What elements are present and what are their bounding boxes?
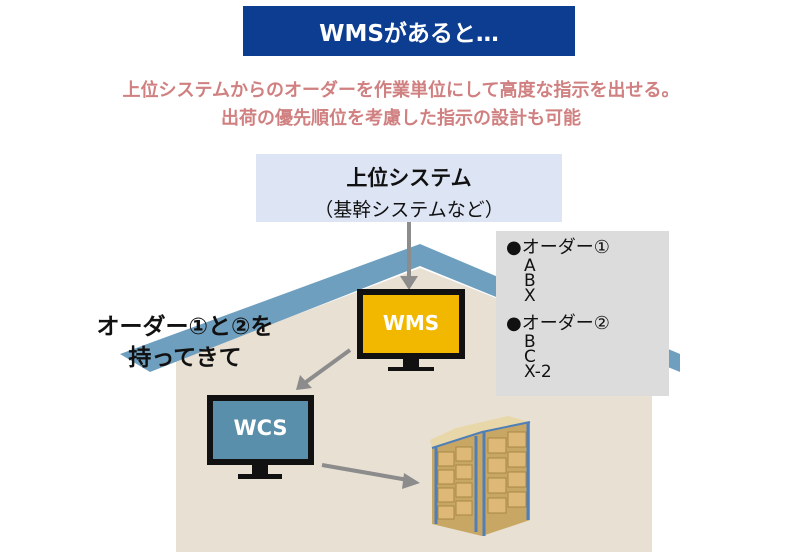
side-note: オーダー①と②を 持ってきて xyxy=(50,312,320,374)
order-2-item: B xyxy=(524,332,536,352)
arrow-upper-to-wms-head xyxy=(400,276,418,290)
wms-label: WMS xyxy=(382,311,440,335)
wcs-monitor xyxy=(207,395,314,479)
order-2: ●オーダー② B C X-2 xyxy=(506,313,669,382)
side-note-line-2: 持ってきて xyxy=(128,345,242,371)
arrow-wcs-to-rack-head xyxy=(402,473,420,489)
order-1-item: A xyxy=(524,256,536,276)
order-2-item: X-2 xyxy=(524,362,552,382)
order-1-header: ●オーダー① xyxy=(506,237,610,258)
upper-system-label: 上位システム xyxy=(346,166,472,190)
order-2-item: C xyxy=(524,347,536,367)
arrow-wms-to-wcs xyxy=(304,348,352,384)
wms-monitor xyxy=(357,289,465,371)
arrow-wcs-to-rack xyxy=(321,463,409,482)
title-text: WMSがあると… xyxy=(319,21,499,47)
arrow-wms-to-wcs-head xyxy=(296,375,312,390)
order-1: ●オーダー① A B X xyxy=(506,237,669,306)
order-list-panel: ●オーダー① A B X ●オーダー② B C X-2 xyxy=(496,231,669,396)
order-2-header: ●オーダー② xyxy=(506,313,610,334)
warehouse-rack xyxy=(430,416,531,536)
order-1-item: B xyxy=(524,271,536,291)
upper-system-box: 上位システム （基幹システムなど） xyxy=(256,154,562,222)
title-banner: WMSがあると… xyxy=(243,6,575,56)
upper-system-sublabel: （基幹システムなど） xyxy=(314,199,504,221)
subtitle-line-2: 出荷の優先順位を考慮した指示の設計も可能 xyxy=(221,108,581,129)
wcs-label: WCS xyxy=(233,416,288,440)
side-note-line-1: オーダー①と②を xyxy=(96,314,274,340)
order-1-item: X xyxy=(524,286,536,306)
subtitle-line-1: 上位システムからのオーダーを作業単位にして高度な指示を出せる。 xyxy=(122,80,680,101)
